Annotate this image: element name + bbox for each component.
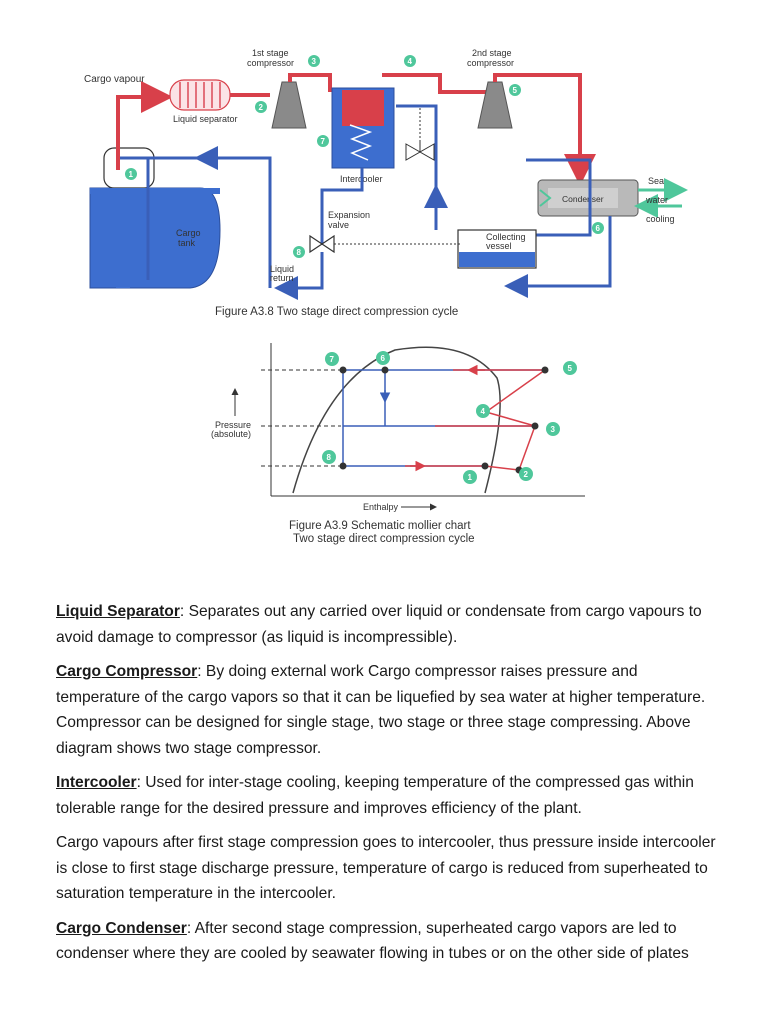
svg-text:4: 4 bbox=[408, 57, 413, 66]
liquid-line-loop bbox=[520, 158, 592, 237]
svg-text:7: 7 bbox=[330, 355, 335, 364]
svg-text:7: 7 bbox=[321, 137, 326, 146]
mollier-chart: Pressure (absolute) Enthalpy 7 6 5 4 3 8… bbox=[211, 343, 585, 545]
point-badge-7: 7 bbox=[317, 135, 329, 147]
expansion-valve-label: Expansion bbox=[328, 210, 370, 220]
vapour-line-tank-to-separator bbox=[116, 81, 173, 170]
svg-text:6: 6 bbox=[381, 354, 386, 363]
collecting-vessel-label: Collecting bbox=[486, 232, 526, 242]
first-stage-compressor bbox=[271, 81, 307, 129]
vapour-line-to-compressor2 bbox=[382, 73, 490, 94]
liquid-line-to-intercooler-2 bbox=[396, 104, 438, 190]
liquid-line-condenser-out bbox=[504, 216, 612, 298]
liquid-return-label: Liquid bbox=[270, 264, 294, 274]
condenser-label: Condenser bbox=[562, 194, 604, 204]
y-axis-label: Pressure bbox=[215, 420, 251, 430]
point-badge-3: 3 bbox=[308, 55, 320, 67]
saturation-curve bbox=[292, 346, 501, 494]
first-stage-label: 1st stage bbox=[252, 48, 289, 58]
figure-a3-9-caption-2: Two stage direct compression cycle bbox=[293, 533, 475, 545]
paragraph-cargo-compressor: Cargo Compressor: By doing external work… bbox=[56, 659, 721, 761]
svg-text:3: 3 bbox=[551, 425, 556, 434]
paragraph-liquid-separator: Liquid Separator: Separates out any carr… bbox=[56, 599, 721, 650]
chart-badge-5: 5 bbox=[563, 361, 577, 375]
point-badge-8: 8 bbox=[293, 246, 305, 258]
liquid-separator bbox=[169, 79, 231, 111]
point-badge-4: 4 bbox=[404, 55, 416, 67]
liquid-line-to-expansion-valve bbox=[320, 168, 364, 245]
svg-text:5: 5 bbox=[568, 364, 573, 373]
intercooler-valve-icon bbox=[405, 143, 422, 161]
two-stage-compression-diagram: Cargo tank Cargo vapour Liquid separator… bbox=[84, 48, 688, 318]
collecting-vessel-label-2: vessel bbox=[486, 241, 512, 251]
cargo-tank-label-2: tank bbox=[178, 238, 196, 248]
figure-a3-8-caption: Figure A3.8 Two stage direct compression… bbox=[215, 306, 458, 318]
svg-text:4: 4 bbox=[481, 407, 486, 416]
paragraph-text: : After second stage compression, superh… bbox=[56, 919, 689, 963]
paragraph-text: : Separates out any carried over liquid … bbox=[56, 603, 702, 646]
liquid-return-label-2: return bbox=[270, 273, 294, 283]
term-liquid-separator: Liquid Separator bbox=[56, 603, 180, 620]
point-badge-6: 6 bbox=[592, 222, 604, 234]
body-text: Liquid Separator: Separates out any carr… bbox=[56, 599, 721, 976]
chart-badge-1: 1 bbox=[463, 470, 477, 484]
svg-text:3: 3 bbox=[312, 57, 317, 66]
svg-text:5: 5 bbox=[513, 86, 518, 95]
liquid-return-line bbox=[274, 252, 324, 300]
collecting-vessel bbox=[457, 229, 537, 269]
sea-water-label-3: cooling bbox=[646, 214, 675, 224]
expansion-valve-icon bbox=[309, 234, 324, 254]
svg-text:8: 8 bbox=[297, 248, 302, 257]
expansion-valve-label-2: valve bbox=[328, 220, 349, 230]
chart-badge-6: 6 bbox=[376, 351, 390, 365]
paragraph-intercooler: Intercooler: Used for inter-stage coolin… bbox=[56, 770, 721, 821]
svg-text:2: 2 bbox=[259, 103, 264, 112]
svg-text:6: 6 bbox=[596, 224, 601, 233]
chart-badge-2: 2 bbox=[519, 467, 533, 481]
point-badge-5: 5 bbox=[509, 84, 521, 96]
vapour-line-to-condenser bbox=[493, 73, 596, 186]
paragraph-text: : Used for inter-stage cooling, keeping … bbox=[56, 774, 694, 817]
svg-text:2: 2 bbox=[524, 470, 529, 479]
svg-text:1: 1 bbox=[129, 170, 134, 179]
paragraph-cargo-condenser: Cargo Condenser: After second stage comp… bbox=[56, 916, 721, 967]
chart-badge-3: 3 bbox=[546, 422, 560, 436]
liquid-return-line-2 bbox=[194, 146, 272, 288]
paragraph-text: : By doing external work Cargo compresso… bbox=[56, 663, 706, 757]
liquid-separator-label: Liquid separator bbox=[173, 114, 238, 124]
second-stage-compressor bbox=[477, 81, 513, 129]
second-stage-label: 2nd stage bbox=[472, 48, 512, 58]
paragraph-intercooler-detail: Cargo vapours after first stage compress… bbox=[56, 830, 721, 907]
chart-badge-4: 4 bbox=[476, 404, 490, 418]
figure-a3-9-caption: Figure A3.9 Schematic mollier chart bbox=[289, 520, 471, 532]
chart-badge-8: 8 bbox=[322, 450, 336, 464]
sea-water-label-1: Sea bbox=[648, 176, 664, 186]
term-intercooler: Intercooler bbox=[56, 774, 137, 791]
cargo-vapour-label: Cargo vapour bbox=[84, 74, 145, 85]
second-stage-label-2: compressor bbox=[467, 58, 514, 68]
cargo-tank-label: Cargo bbox=[176, 228, 201, 238]
first-stage-label-2: compressor bbox=[247, 58, 294, 68]
sea-water-label-2: water bbox=[645, 195, 668, 205]
term-cargo-condenser: Cargo Condenser bbox=[56, 919, 187, 937]
point-badge-1: 1 bbox=[125, 168, 137, 180]
term-cargo-compressor: Cargo Compressor bbox=[56, 663, 198, 680]
y-axis-label-2: (absolute) bbox=[211, 429, 251, 439]
chart-badge-7: 7 bbox=[325, 352, 339, 366]
intercooler bbox=[331, 87, 395, 169]
svg-text:1: 1 bbox=[468, 473, 473, 482]
svg-text:8: 8 bbox=[327, 453, 332, 462]
point-badge-2: 2 bbox=[255, 101, 267, 113]
paragraph-text: Cargo vapours after first stage compress… bbox=[56, 834, 716, 902]
x-axis-label: Enthalpy bbox=[363, 502, 399, 512]
cargo-tank bbox=[89, 147, 221, 289]
